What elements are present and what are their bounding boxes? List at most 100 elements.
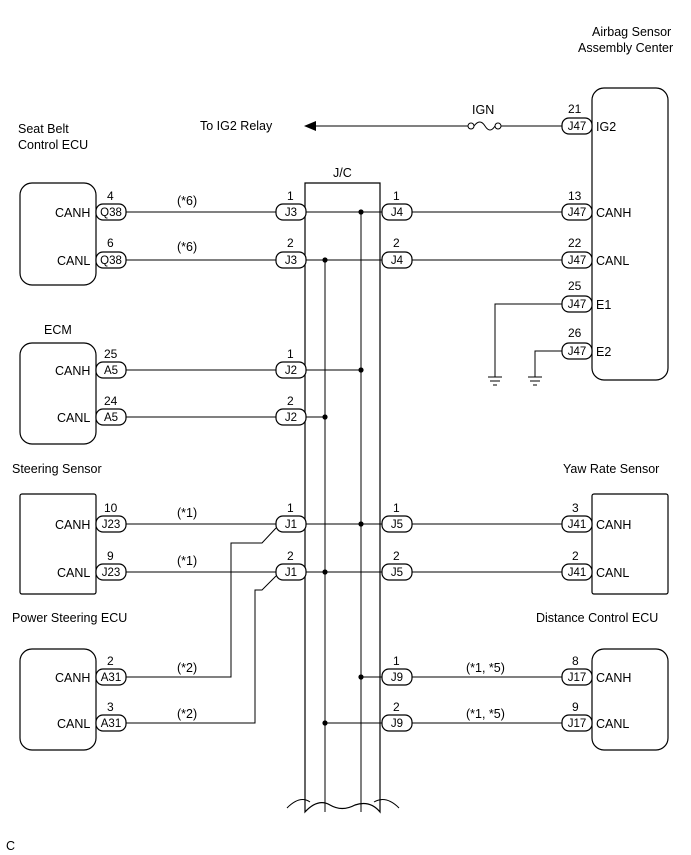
- connector-pill: [381, 203, 413, 221]
- terminal-label: CANL: [57, 411, 90, 425]
- connector-id: J17: [568, 672, 587, 684]
- connector-pill: [381, 714, 413, 732]
- connector-id: J47: [568, 299, 587, 311]
- can-wires: [126, 211, 562, 724]
- pin-number: 8: [572, 654, 579, 668]
- junction-connector: J/C: [286, 166, 400, 814]
- connector-pill: [381, 563, 413, 581]
- pin-number: 9: [107, 549, 114, 563]
- connector-pill: [561, 117, 593, 135]
- pin-number: 2: [393, 236, 400, 250]
- connector-pill: [275, 203, 307, 221]
- connector-pill: [381, 251, 413, 269]
- pin-number: 10: [104, 501, 118, 515]
- connector-id: A31: [101, 718, 121, 730]
- steering-sensor-component: Steering Sensor CANH CANL 10 J23 9 J23 (…: [12, 462, 197, 595]
- pin-number: 1: [287, 501, 294, 515]
- pin-number: 22: [568, 236, 582, 250]
- jc-label: J/C: [333, 166, 352, 180]
- ign-fuse-label: IGN: [472, 103, 494, 117]
- pin-number: 2: [107, 654, 114, 668]
- connector-id: J41: [568, 567, 587, 579]
- connector-id: A5: [104, 365, 118, 377]
- airbag-sensor-component: Airbag Sensor Assembly Center: [578, 25, 673, 381]
- ig2-circuit: To IG2 Relay IGN: [200, 103, 562, 133]
- distance-control-ecu-component: Distance Control ECU CANH CANL 8 J17 9 J…: [466, 611, 669, 751]
- terminal-label: CANH: [596, 206, 631, 220]
- connector-id: A5: [104, 412, 118, 424]
- terminal-label: CANH: [55, 364, 90, 378]
- connector-id: J2: [285, 365, 297, 377]
- pin-number: 1: [393, 654, 400, 668]
- power-steering-ecu-component: Power Steering ECU CANH CANL 2 A31 3 A31…: [12, 611, 197, 751]
- connector-j47-ig2: J47: [568, 121, 587, 133]
- connector-pill: [275, 251, 307, 269]
- connector-pill: [275, 361, 307, 379]
- seatbelt-ecu-component: Seat Belt Control ECU CANH CANL 4 Q38 6 …: [18, 122, 197, 286]
- note-label: (*1, *5): [466, 707, 505, 721]
- connector-id: J3: [285, 255, 297, 267]
- connector-id: J47: [568, 346, 587, 358]
- connector-id: J23: [102, 519, 121, 531]
- pin-number: 26: [568, 326, 582, 340]
- note-label: (*1): [177, 554, 197, 568]
- note-label: (*1, *5): [466, 661, 505, 675]
- connector-id: J9: [391, 672, 403, 684]
- airbag-connectors: 21 J47 IG2 13 J47 CANH 22 J47 CANL 25 J4…: [561, 102, 631, 360]
- pin-number: 4: [107, 189, 114, 203]
- pin-number: 2: [572, 549, 579, 563]
- pin-number: 21: [568, 102, 582, 116]
- pin-number: 2: [287, 236, 294, 250]
- splice-points: [322, 209, 364, 726]
- terminal-label: CANH: [596, 671, 631, 685]
- pin-number: 1: [393, 189, 400, 203]
- component-label: ECM: [44, 323, 72, 337]
- pin-number: 1: [393, 501, 400, 515]
- connector-id: J5: [391, 567, 403, 579]
- note-label: (*6): [177, 194, 197, 208]
- terminal-label: CANL: [57, 566, 90, 580]
- pin-number: 1: [287, 189, 294, 203]
- pin-number: 2: [287, 394, 294, 408]
- terminal-label: CANH: [55, 671, 90, 685]
- component-label: Seat Belt: [18, 122, 69, 136]
- terminal-label: CANH: [55, 206, 90, 220]
- connector-id: J47: [568, 207, 587, 219]
- airbag-box: [591, 87, 669, 381]
- pin-number: 9: [572, 700, 579, 714]
- terminal-label: CANL: [57, 717, 90, 731]
- to-ig2-relay-label: To IG2 Relay: [200, 119, 273, 133]
- pin-number: 2: [287, 549, 294, 563]
- pin-number: 2: [393, 549, 400, 563]
- connector-pill: [275, 408, 307, 426]
- note-label: (*2): [177, 707, 197, 721]
- pin-number: 6: [107, 236, 114, 250]
- terminal-label: E1: [596, 298, 611, 312]
- terminal-label: CANH: [596, 518, 631, 532]
- connector-id: J1: [285, 519, 297, 531]
- connector-id: J2: [285, 412, 297, 424]
- connector-id: Q38: [100, 255, 122, 267]
- fuse-icon: [467, 121, 502, 131]
- figure-code: C: [6, 839, 15, 853]
- pin-number: 3: [572, 501, 579, 515]
- connector-id: J23: [102, 567, 121, 579]
- pin-number: 2: [393, 700, 400, 714]
- terminal-label: CANL: [596, 717, 629, 731]
- terminal-label: IG2: [596, 120, 616, 134]
- terminal-label: E2: [596, 345, 611, 359]
- connector-id: J41: [568, 519, 587, 531]
- connector-id: J3: [285, 207, 297, 219]
- terminal-label: CANL: [57, 254, 90, 268]
- connector-id: J47: [568, 255, 587, 267]
- jc-left-connectors: 1 J3 2 J3 1 J2 2 J2 1 J1 2 J1: [275, 189, 307, 581]
- connector-pill: [275, 515, 307, 533]
- component-label: Power Steering ECU: [12, 611, 127, 625]
- pin-number: 3: [107, 700, 114, 714]
- note-label: (*6): [177, 240, 197, 254]
- component-label: Steering Sensor: [12, 462, 102, 476]
- connector-id: Q38: [100, 207, 122, 219]
- note-label: (*1): [177, 506, 197, 520]
- connector-id: A31: [101, 672, 121, 684]
- terminal-label: CANL: [596, 254, 629, 268]
